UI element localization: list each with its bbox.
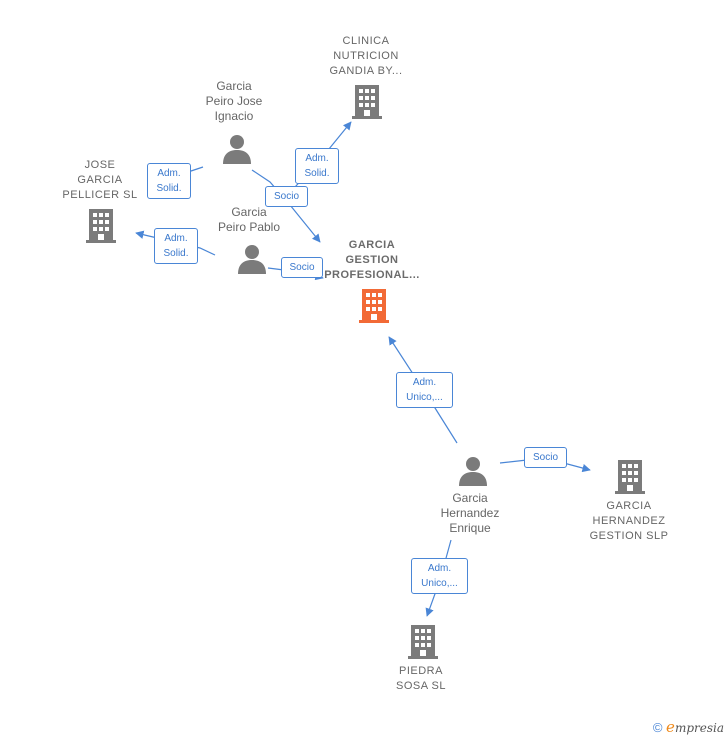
edge-label-line: Adm. (412, 377, 437, 388)
edge-label-jose-to-clinica[interactable]: Adm. Solid. (295, 148, 339, 184)
person-icon-peiro-jose[interactable] (223, 135, 251, 164)
edge-label-line: Adm. (427, 563, 452, 574)
building-icon-clinica[interactable] (352, 85, 382, 119)
node-label-line: Ignacio (214, 109, 254, 123)
edge-label-enrique-to-piedra[interactable]: Adm. Unico,... (411, 558, 468, 594)
edge-label-pablo-to-gestion[interactable]: Socio (281, 257, 323, 278)
edge-label-line: Socio (532, 452, 558, 463)
edge-label-line: Socio (273, 191, 299, 202)
person-icon-peiro-pablo[interactable] (238, 245, 266, 274)
building-icon-piedra[interactable] (408, 625, 438, 659)
node-label-line: SOSA SL (396, 680, 446, 692)
node-label-line: Peiro Pablo (217, 220, 281, 234)
node-label-piedra[interactable]: PIEDRA SOSA SL (396, 664, 446, 694)
node-label-clinica[interactable]: CLINICA NUTRICION GANDIA BY... (329, 34, 402, 79)
node-label-line: HERNANDEZ (592, 515, 666, 527)
edge-label-line: Solid. (156, 183, 182, 194)
node-label-line: PELLICER SL (62, 189, 138, 201)
edge-label-enrique-to-hernandez[interactable]: Socio (524, 447, 567, 468)
node-label-line: GARCIA (348, 239, 396, 251)
node-label-peiro-pablo[interactable]: Garcia Peiro Pablo (218, 205, 280, 235)
edge-label-line: Unico,... (421, 578, 458, 589)
node-label-hernandez-enrique[interactable]: Garcia Hernandez Enrique (441, 491, 500, 536)
copyright-symbol: © (652, 720, 663, 735)
node-label-line: GESTION SLP (589, 530, 669, 542)
building-icon-garcia-gestion[interactable] (359, 289, 389, 323)
node-label-line: CLINICA (342, 35, 390, 47)
edge-label-line: Adm. (164, 233, 188, 244)
edge-label-enrique-to-gestion[interactable]: Adm. Unico,... (396, 372, 453, 408)
building-icon-hernandez-gestion[interactable] (615, 460, 645, 494)
edge-label-line: Unico,... (406, 392, 443, 403)
building-icon-jose-pellicer[interactable] (86, 209, 116, 243)
edge-label-pablo-to-pellicer[interactable]: Adm. Solid. (154, 228, 198, 264)
node-label-hernandez-gestion[interactable]: GARCIA HERNANDEZ GESTION SLP (590, 499, 669, 544)
node-label-jose-pellicer[interactable]: JOSE GARCIA PELLICER SL (62, 158, 137, 203)
edge-label-line: Socio (289, 262, 315, 273)
person-icon-hernandez-enrique[interactable] (459, 457, 487, 486)
node-label-line: JOSE (84, 159, 116, 171)
edge-label-jose-to-pellicer[interactable]: Adm. Solid. (147, 163, 191, 199)
node-label-line: PIEDRA (399, 665, 443, 677)
node-label-line: GESTION (345, 254, 399, 266)
node-label-line: NUTRICION (333, 50, 399, 62)
brand-logo-rest: mpresia (674, 721, 724, 735)
copyright-footer: © empresia (653, 718, 724, 736)
edge-label-line: Adm. (305, 153, 329, 164)
edge-label-line: Solid. (304, 168, 330, 179)
node-label-line: Peiro Jose (205, 94, 263, 108)
node-label-line: GARCIA (77, 174, 123, 186)
node-label-line: Hernandez (440, 506, 500, 520)
edge-label-line: Adm. (157, 168, 181, 179)
node-label-line: Garcia (452, 491, 488, 505)
node-label-peiro-jose[interactable]: Garcia Peiro Jose Ignacio (206, 79, 263, 124)
node-label-line: GANDIA BY... (329, 65, 403, 77)
edge-label-line: Solid. (163, 248, 189, 259)
brand-logo-initial: e (666, 718, 675, 736)
node-label-line: Garcia (231, 205, 267, 219)
node-label-line: Enrique (449, 521, 491, 535)
edge-label-jose-to-gestion[interactable]: Socio (265, 186, 308, 207)
brand-logo[interactable]: empresia (666, 718, 724, 736)
node-label-garcia-gestion[interactable]: GARCIA GESTION PROFESIONAL... (324, 238, 420, 283)
node-label-line: Garcia (216, 79, 252, 93)
node-label-line: PROFESIONAL... (324, 269, 420, 281)
node-label-line: GARCIA (606, 500, 652, 512)
